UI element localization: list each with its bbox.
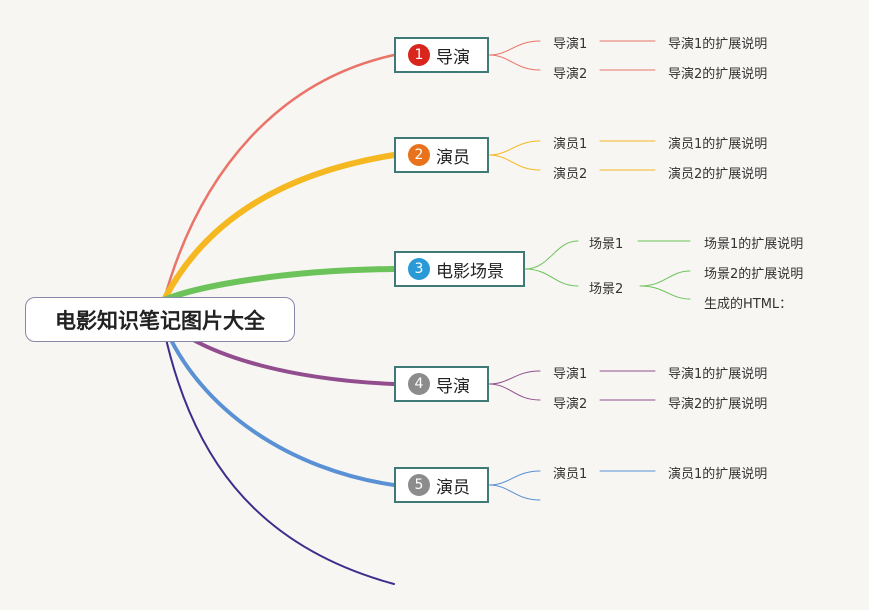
branch-2-child-connectors	[488, 140, 541, 171]
branch-5-child-connectors	[488, 470, 541, 501]
branch-5-child-1-note[interactable]: 演员1的扩展说明	[668, 467, 768, 482]
branch-3-connector	[161, 266, 397, 303]
branch-2-child-2[interactable]: 演员2	[553, 167, 588, 182]
branch-4-number-badge: 4	[408, 373, 430, 395]
branch-5-label: 演员	[436, 477, 470, 498]
branch-2-number-badge: 2	[408, 144, 430, 166]
branch-1-number-badge: 1	[408, 44, 430, 66]
branch-4-child-2-note[interactable]: 导演2的扩展说明	[668, 397, 768, 412]
branch-1-child-1-note[interactable]: 导演1的扩展说明	[668, 37, 768, 52]
branch-3-child-2-note-2[interactable]: 生成的HTML：	[704, 297, 793, 312]
branch-1-child-2[interactable]: 导演2	[553, 67, 588, 82]
root-topic-label: 电影知识笔记图片大全	[55, 308, 265, 333]
root-topic[interactable]: 电影知识笔记图片大全	[25, 297, 295, 342]
branch-2-connector	[161, 152, 397, 303]
branch-5-connector	[162, 323, 396, 487]
branch-2-topic[interactable]: 2 演员	[394, 137, 489, 173]
branch-5-number-badge: 5	[408, 474, 430, 496]
branch-1-child-1[interactable]: 导演1	[553, 37, 588, 52]
branch-1-child-2-note[interactable]: 导演2的扩展说明	[668, 67, 768, 82]
branch-4-child-connectors	[488, 370, 541, 401]
branch-2-child-1-note[interactable]: 演员1的扩展说明	[668, 137, 768, 152]
branch-4-note-connectors	[599, 370, 656, 401]
branch-3-label: 电影场景	[436, 261, 504, 282]
branch-4-topic[interactable]: 4 导演	[394, 366, 489, 402]
branch-2-note-connectors	[599, 140, 656, 171]
branch-3-topic[interactable]: 3 电影场景	[394, 251, 525, 287]
branch-1-topic[interactable]: 1 导演	[394, 37, 489, 73]
branch-4-child-1[interactable]: 导演1	[553, 367, 588, 382]
branch-3-child-1-note[interactable]: 场景1的扩展说明	[704, 237, 804, 252]
branch-3-child-1[interactable]: 场景1	[589, 237, 624, 252]
branch-4-child-2[interactable]: 导演2	[553, 397, 588, 412]
branch-3-child-2-note-connectors	[639, 270, 691, 300]
branch-3-number-badge: 3	[408, 258, 430, 280]
branch-2-child-2-note[interactable]: 演员2的扩展说明	[668, 167, 768, 182]
branch-1-connector	[162, 53, 396, 302]
branch-5-child-1[interactable]: 演员1	[553, 467, 588, 482]
branch-3-child-connectors	[524, 240, 579, 287]
branch-3-child-2[interactable]: 场景2	[589, 282, 624, 297]
branch-1-child-connectors	[488, 40, 541, 71]
branch-6-connector	[163, 329, 395, 585]
branch-4-label: 导演	[436, 376, 470, 397]
branch-3-child-2-note-1[interactable]: 场景2的扩展说明	[704, 267, 804, 282]
branch-2-child-1[interactable]: 演员1	[553, 137, 588, 152]
branch-1-label: 导演	[436, 47, 470, 68]
branch-2-label: 演员	[436, 147, 470, 168]
branch-1-note-connectors	[599, 40, 656, 71]
branch-4-child-1-note[interactable]: 导演1的扩展说明	[668, 367, 768, 382]
branch-5-topic[interactable]: 5 演员	[394, 467, 489, 503]
